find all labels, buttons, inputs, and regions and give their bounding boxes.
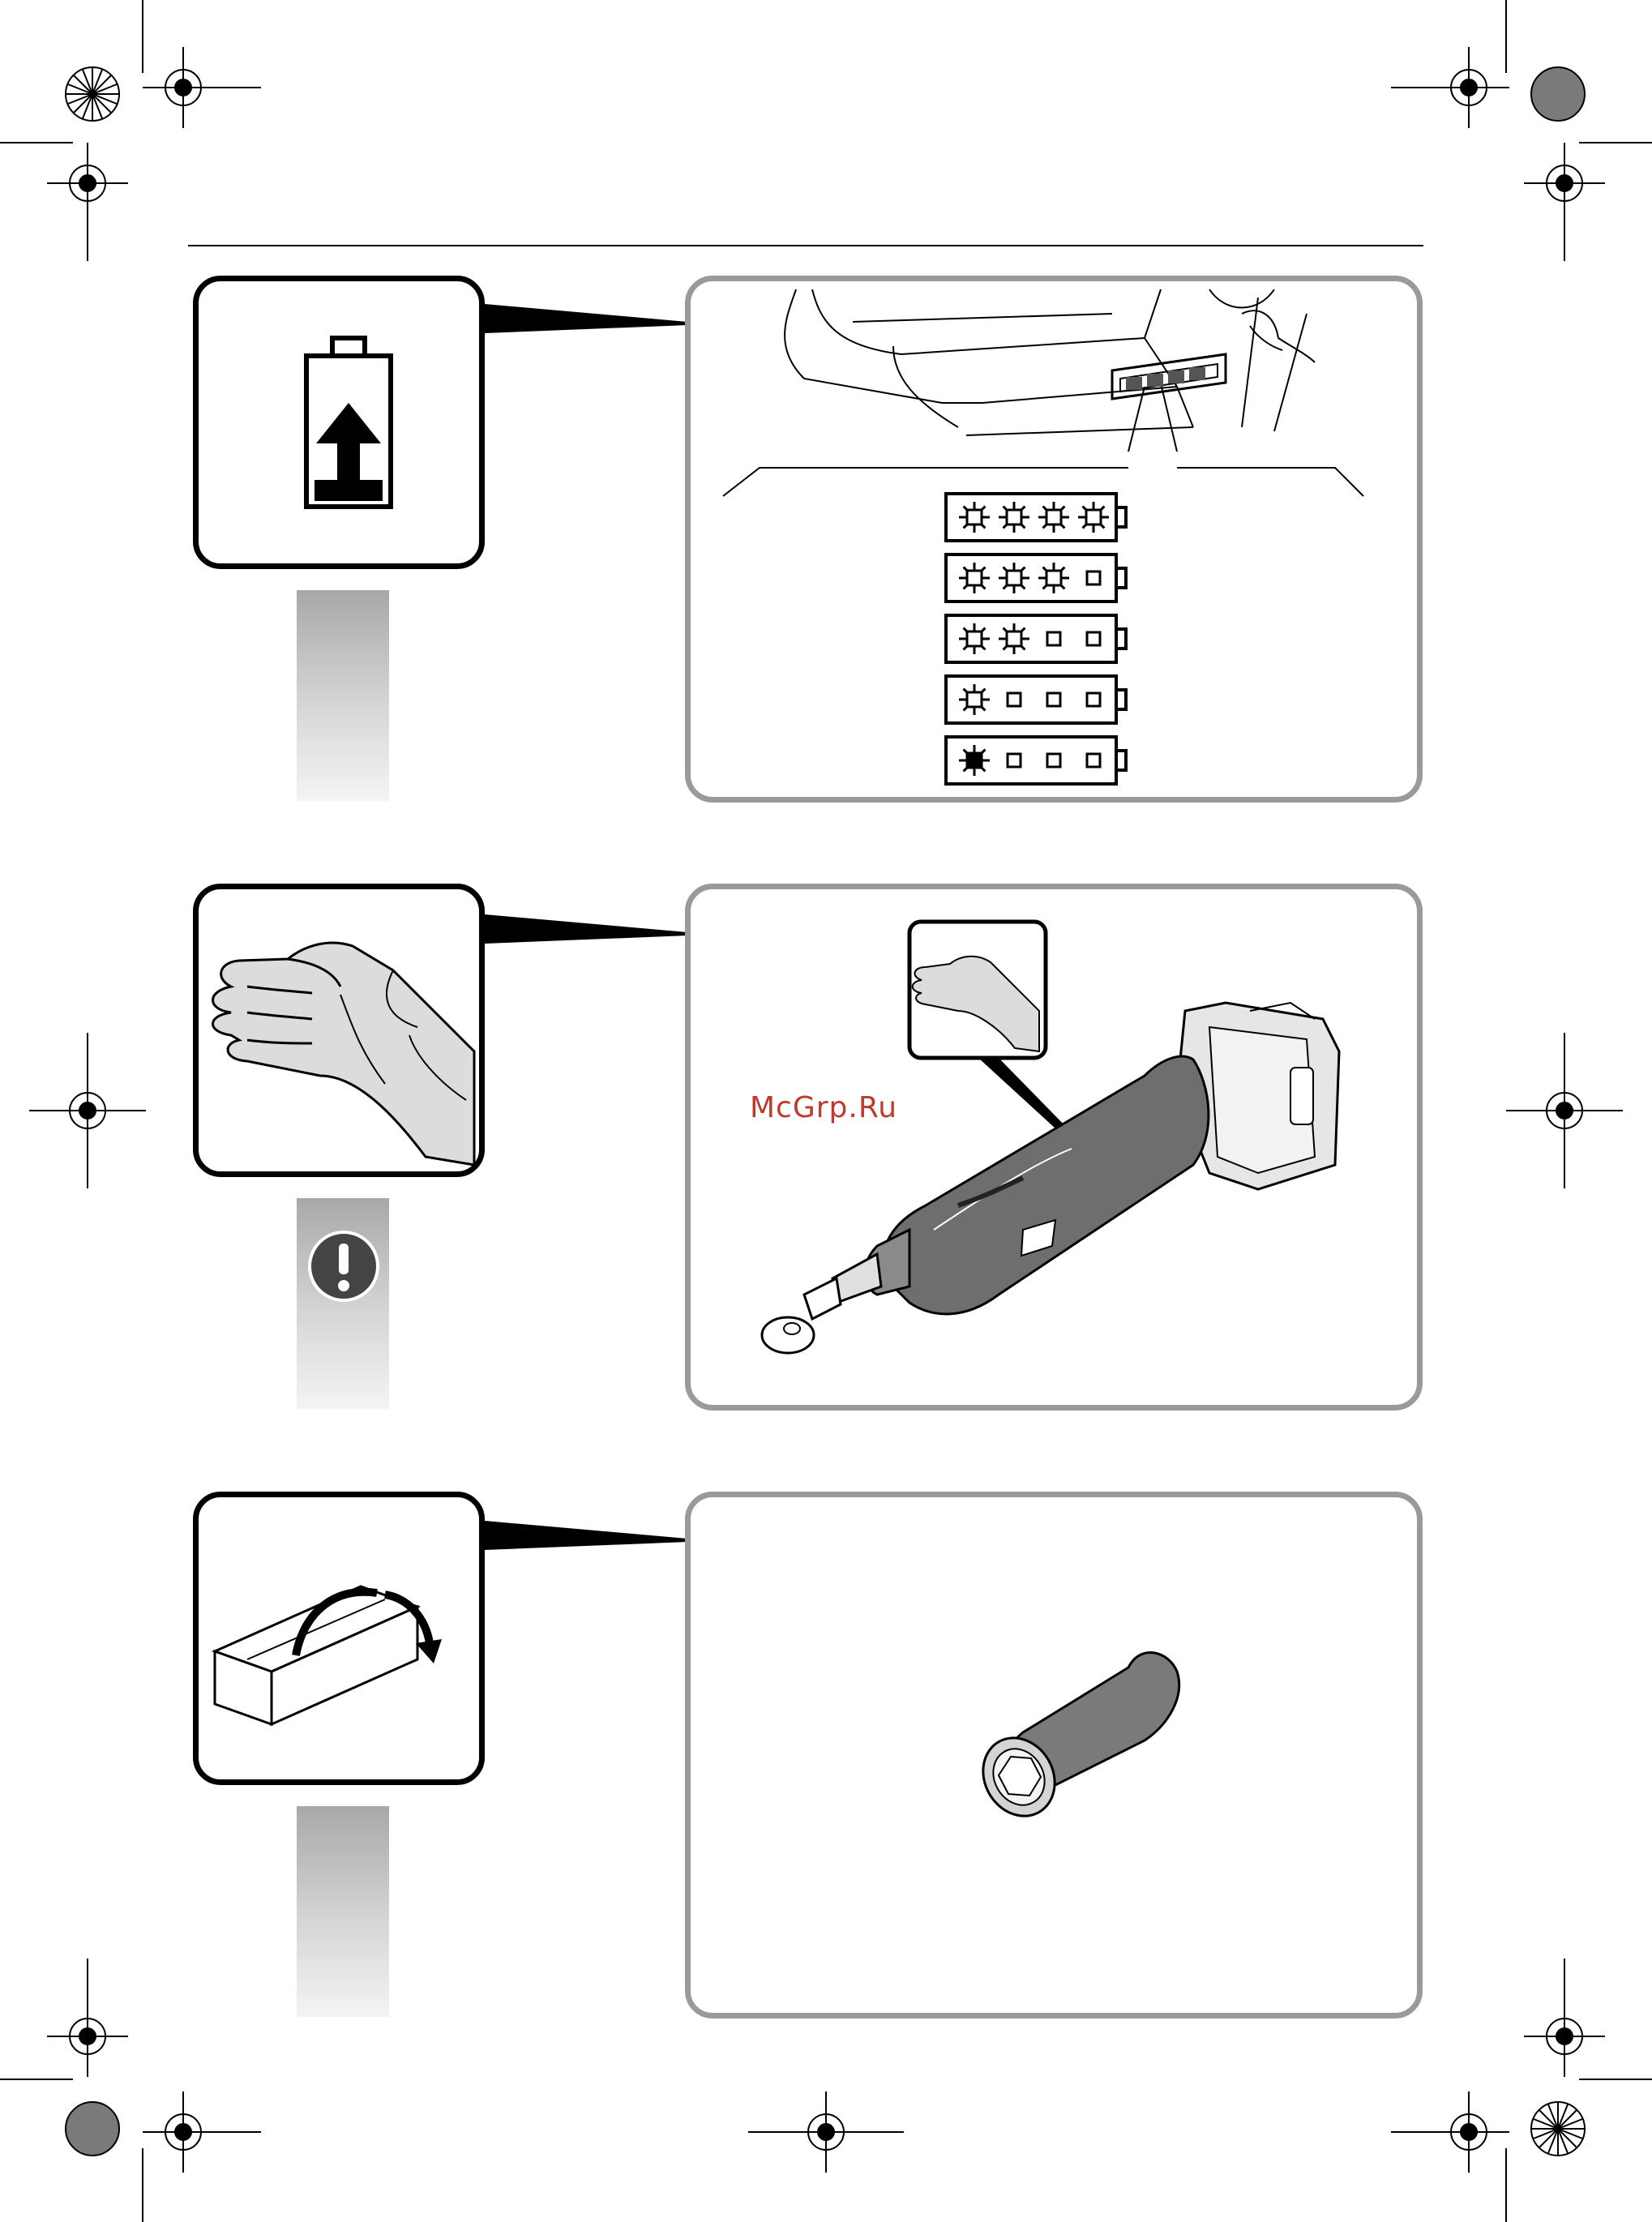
step1-panel-battery-level	[685, 276, 1423, 803]
step1-pointer	[485, 304, 687, 345]
led-lit-icon	[959, 502, 990, 533]
step3-gradient-bar	[297, 1806, 389, 2017]
led-lit-icon	[959, 684, 990, 715]
led-off-icon	[1047, 754, 1060, 767]
led-lit-icon	[1038, 563, 1069, 593]
led-lit-icon	[999, 563, 1029, 593]
led-lit-icon	[959, 745, 990, 776]
led-off-icon	[1047, 693, 1060, 706]
led-off-icon	[1087, 632, 1100, 645]
led-lit-icon	[1078, 502, 1109, 533]
battery-level-row	[946, 737, 1126, 784]
led-off-icon	[1047, 632, 1060, 645]
cordless-tool-illustration	[691, 889, 1417, 1405]
step2-icon-box	[193, 884, 485, 1177]
step3-icon-box	[193, 1492, 485, 1785]
open-box-icon	[199, 1497, 479, 1779]
led-off-icon	[1087, 693, 1100, 706]
led-lit-icon	[959, 623, 990, 654]
battery-level-row	[946, 494, 1126, 541]
exclamation-warning-icon	[306, 1229, 381, 1304]
battery-level-indicator	[946, 494, 1126, 784]
header-rule	[188, 245, 1423, 246]
watermark-text: McGrp.Ru	[750, 1091, 897, 1124]
led-off-icon	[1008, 754, 1021, 767]
battery-level-row	[946, 615, 1126, 662]
led-off-icon	[1087, 754, 1100, 767]
step1-icon-box	[193, 276, 485, 569]
step2-pointer	[485, 914, 687, 955]
led-off-icon	[1008, 693, 1021, 706]
led-lit-icon	[999, 502, 1029, 533]
hand-vibration-icon	[199, 889, 479, 1171]
led-lit-icon	[999, 623, 1029, 654]
step2-panel-tool	[685, 884, 1423, 1411]
battery-charge-icon	[199, 281, 479, 563]
battery-level-row	[946, 676, 1126, 723]
led-lit-icon	[959, 563, 990, 593]
led-off-icon	[1087, 572, 1100, 584]
step3-panel-socket	[685, 1492, 1423, 2019]
step1-gradient-bar	[297, 590, 389, 801]
step3-pointer	[485, 1521, 687, 1561]
led-lit-icon	[1038, 502, 1069, 533]
battery-pack-illustration	[691, 281, 1417, 797]
battery-level-row	[946, 554, 1126, 602]
hex-socket-illustration	[691, 1497, 1417, 2013]
